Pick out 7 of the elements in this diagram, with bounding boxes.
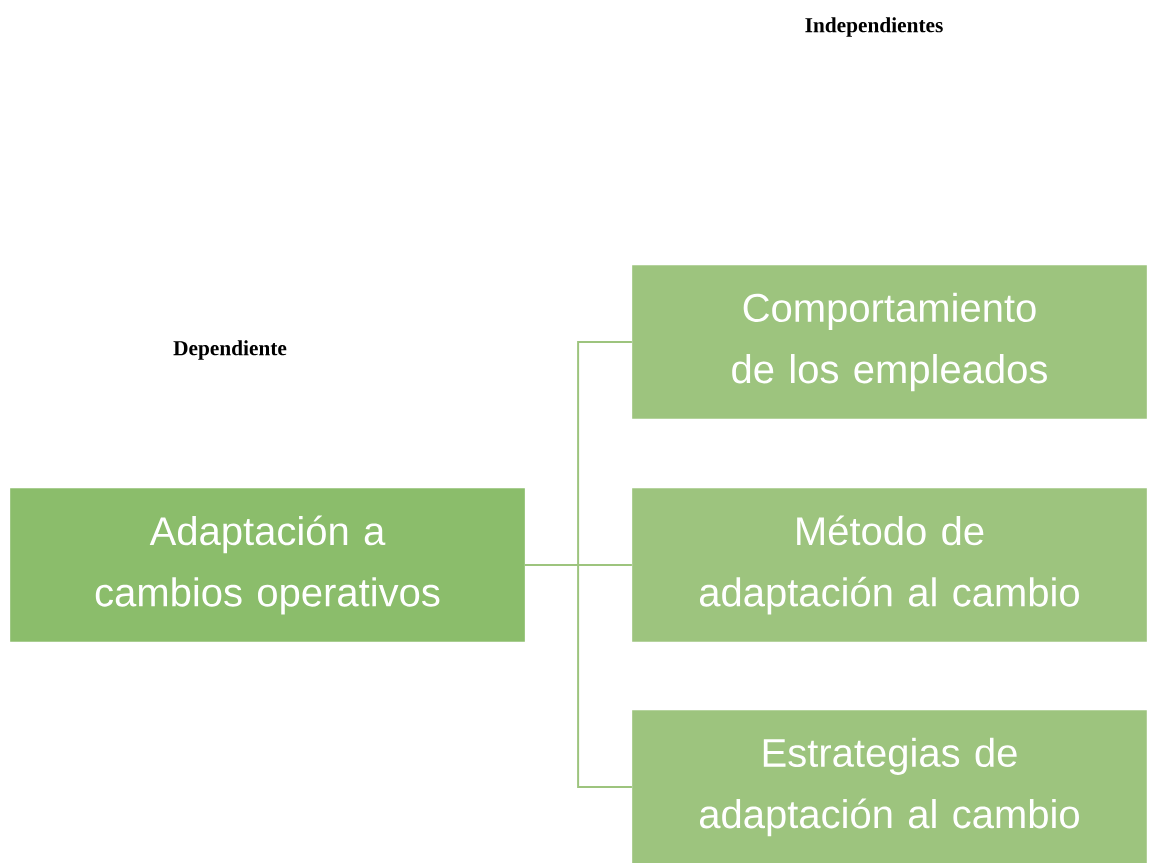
heading-label: Independientes (805, 17, 943, 37)
heading-label: Dependiente (173, 340, 287, 360)
process-box: Comportamiento de los empleados (632, 265, 1147, 419)
connector-line (524, 564, 633, 788)
process-box: Adaptación a cambios operativos (10, 488, 525, 642)
process-box: Método de adaptación al cambio (632, 488, 1147, 642)
process-box: Estrategias de adaptación al cambio (632, 710, 1147, 863)
